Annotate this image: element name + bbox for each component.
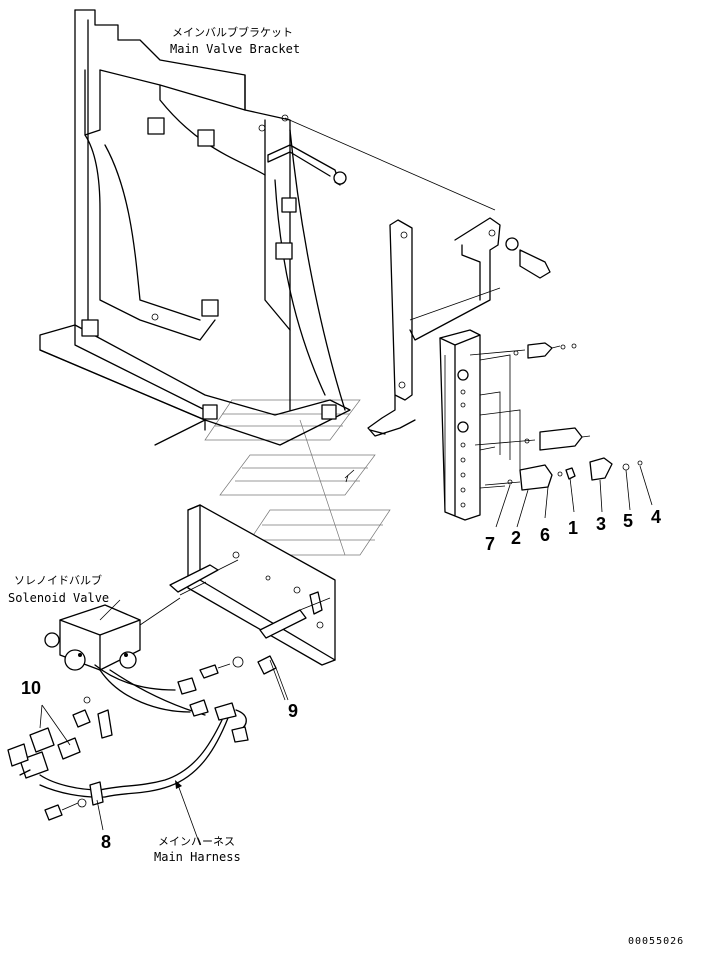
upper-bracket-arm (267, 117, 551, 341)
document-number: 00055026 (628, 936, 684, 947)
main-harness-label-jp: メインハーネス (158, 835, 235, 848)
watermark-logo (204, 399, 391, 556)
vertical-strap (367, 219, 416, 437)
mounting-plate (169, 504, 336, 666)
main-valve-bracket (39, 9, 351, 446)
part-number-8: 8 (101, 832, 111, 852)
part-number-3: 3 (596, 514, 606, 534)
part-number-5: 5 (623, 511, 633, 531)
hardware-items (199, 655, 289, 701)
solenoid-valve-label-en: Solenoid Valve (8, 591, 109, 605)
connectors-10 (29, 696, 113, 760)
main-valve-bracket-label-jp: メインバルブブラケット (172, 25, 293, 39)
part-number-2: 2 (511, 528, 521, 548)
part-number-1: 1 (568, 518, 578, 538)
main-valve-bracket-label-en: Main Valve Bracket (170, 42, 300, 56)
manifold-block (439, 329, 521, 521)
bolt-8 (44, 798, 104, 831)
solenoid-valve-label-jp: ソレノイドバルブ (14, 573, 102, 587)
leader-lines (99, 469, 355, 846)
main-harness-label-en: Main Harness (154, 850, 241, 864)
part-number-9: 9 (288, 701, 298, 721)
fittings (469, 342, 653, 528)
part-number-7: 7 (485, 534, 495, 554)
solenoid-valve-assembly (44, 597, 181, 671)
main-harness-wiring (7, 664, 249, 806)
part-number-6: 6 (540, 525, 550, 545)
part-number-10: 10 (21, 678, 41, 698)
part-number-4: 4 (651, 507, 661, 527)
